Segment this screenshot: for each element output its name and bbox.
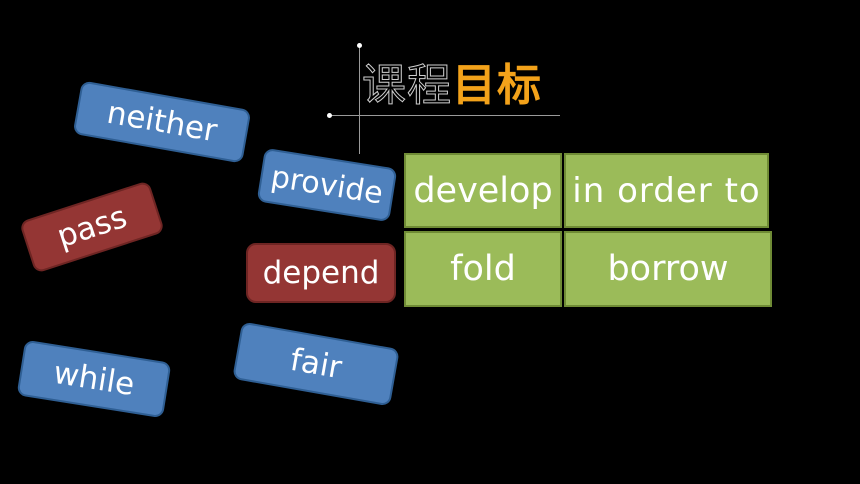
word-card-label: fair <box>287 341 345 387</box>
grid-cell-develop[interactable]: develop <box>404 153 562 228</box>
title-part-highlighted: 目标 <box>452 60 542 111</box>
word-card-label: neither <box>104 94 220 150</box>
grid-cell-label: borrow <box>607 249 729 289</box>
title-block: 课程目标 <box>327 43 568 156</box>
word-card-label: pass <box>52 198 132 256</box>
grid-cell-label: in order to <box>572 170 761 211</box>
grid-cell-label: develop <box>413 170 553 211</box>
word-grid: develop in order to fold borrow <box>404 153 772 307</box>
word-card-fair[interactable]: fair <box>232 321 400 407</box>
word-card-while[interactable]: while <box>16 339 172 419</box>
word-card-label: depend <box>262 255 380 291</box>
word-card-label: while <box>51 354 137 404</box>
title-horizontal-dot <box>327 113 332 118</box>
grid-cell-label: fold <box>450 249 516 289</box>
grid-cell-borrow[interactable]: borrow <box>564 231 772 307</box>
word-card-label: provide <box>268 158 386 212</box>
title-horizontal-rule <box>328 115 560 116</box>
word-card-provide[interactable]: provide <box>256 147 398 223</box>
title-part-outlined: 课程 <box>362 60 452 111</box>
grid-cell-in-order-to[interactable]: in order to <box>564 153 769 228</box>
word-card-depend[interactable]: depend <box>246 243 396 303</box>
grid-cell-fold[interactable]: fold <box>404 231 562 307</box>
title-vertical-rule <box>359 44 360 154</box>
title-vertical-dot <box>357 43 362 48</box>
page-title: 课程目标 <box>362 60 542 111</box>
word-card-neither[interactable]: neither <box>72 80 252 164</box>
word-card-pass[interactable]: pass <box>18 180 166 274</box>
